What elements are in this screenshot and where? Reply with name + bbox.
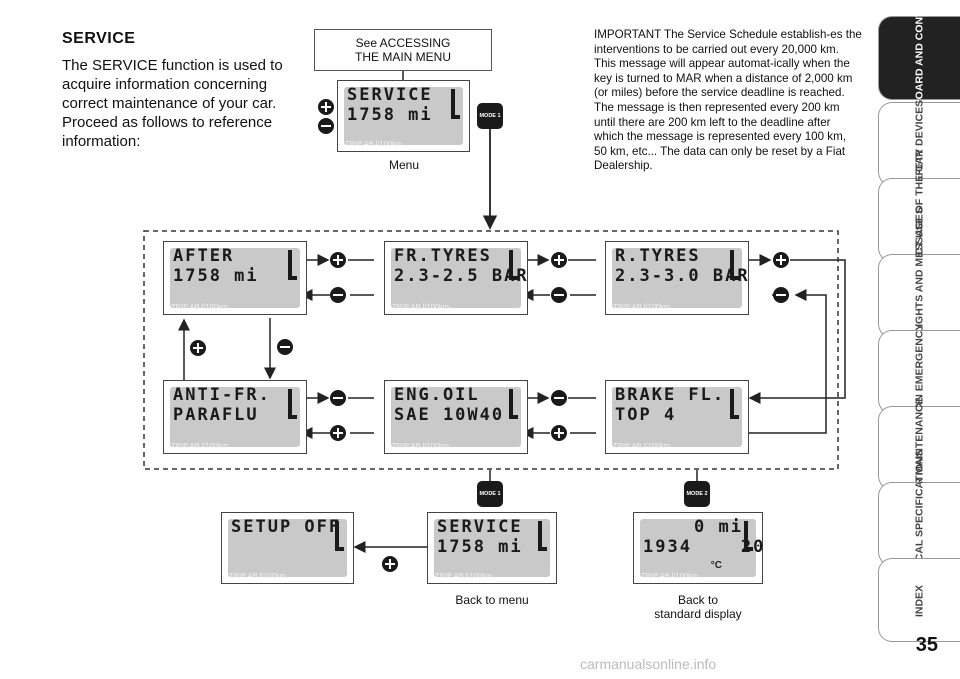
lcd-footer: TRIP AB l/100km (392, 441, 449, 450)
lcd-line2: 1758 mi (173, 266, 259, 286)
intro-paragraph: The SERVICE function is used to acquire … (62, 57, 283, 150)
lcd-eng-oil: ENG.OIL SAE 10W40 TRIP AB l/100km (384, 380, 528, 454)
plus-button-icon[interactable] (190, 340, 206, 356)
section-heading: SERVICE (62, 30, 136, 47)
minus-button-icon[interactable] (277, 339, 293, 355)
important-note: IMPORTANT The Service Schedule establish… (594, 28, 862, 173)
lcd-line1: BRAKE FL. (615, 385, 726, 405)
lcd-anti-fr: ANTI-FR. PARAFLU TRIP AB l/100km (163, 380, 307, 454)
tab-index[interactable]: INDEX (878, 558, 960, 642)
plus-button-icon[interactable] (382, 556, 398, 572)
lcd-line1: SERVICE (437, 517, 523, 537)
plus-button-icon[interactable] (551, 252, 567, 268)
lcd-line2: 1758 mi (437, 537, 523, 557)
minus-button-icon[interactable] (551, 287, 567, 303)
tab-technical-specifications[interactable]: TECHNICAL SPECIFICATIONS (878, 450, 960, 600)
caption-menu: Menu (388, 158, 420, 172)
lcd-line2: TOP 4 (615, 405, 677, 425)
plus-button-icon[interactable] (330, 252, 346, 268)
lcd-line2: PARAFLU (173, 405, 259, 425)
lcd-menu-service: SERVICE 1758 mi TRIP AB l/100km (337, 80, 470, 152)
lcd-line1: AFTER (173, 246, 235, 266)
lcd-line2: 1758 mi (347, 105, 433, 125)
caption-line1: Back to (677, 593, 719, 607)
page-number: 35 (915, 634, 938, 656)
lcd-footer: TRIP AB l/100km (641, 571, 698, 580)
lcd-brake-fl: BRAKE FL. TOP 4 TRIP AB l/100km (605, 380, 749, 454)
plus-button-icon[interactable] (318, 99, 334, 115)
lcd-standard-display: 0 mi 1934 20 °C TRIP AB l/100km (633, 512, 763, 584)
mode2-button-icon[interactable]: MODE 2 (684, 481, 710, 507)
lcd-footer: TRIP AB l/100km (613, 441, 670, 450)
lcd-line1: SETUP OFF (231, 517, 342, 537)
see-accessing-box: See ACCESSING THE MAIN MENU (314, 29, 492, 71)
caption-line2: standard display (654, 607, 742, 621)
minus-button-icon[interactable] (330, 390, 346, 406)
lcd-footer: TRIP AB l/100km (392, 302, 449, 311)
lcd-setup: SETUP OFF TRIP AB l/100km (221, 512, 354, 584)
lcd-footer: TRIP AB l/100km (613, 302, 670, 311)
tab-safety-devices[interactable]: SAFETY DEVICES (878, 100, 960, 190)
tab-dashboard-and-controls[interactable]: DASHBOARD AND CONTROLS (878, 0, 960, 137)
lcd-fr-tyres: FR.TYRES 2.3-2.5 BAR TRIP AB l/100km (384, 241, 528, 315)
lcd-footer: TRIP AB l/100km (171, 302, 228, 311)
lcd-after: AFTER 1758 mi TRIP AB l/100km (163, 241, 307, 315)
lcd-line1: ANTI-FR. (173, 385, 271, 405)
plus-button-icon[interactable] (551, 425, 567, 441)
lcd-unit: °C (710, 560, 722, 571)
lcd-line1: 0 mi (694, 517, 743, 537)
lcd-footer: TRIP AB l/100km (435, 571, 492, 580)
see-box-line1: See ACCESSING (355, 36, 451, 50)
mode-button-icon[interactable]: MODE 1 (477, 103, 503, 129)
lcd-line1: ENG.OIL (394, 385, 480, 405)
see-box-line2: THE MAIN MENU (355, 50, 451, 64)
minus-button-icon[interactable] (330, 287, 346, 303)
tab-warning-lights[interactable]: WARNING LIGHTS AND MESSAGES (878, 207, 960, 387)
lcd-service-back: SERVICE 1758 mi TRIP AB l/100km (427, 512, 557, 584)
caption-back-to-menu: Back to menu (455, 593, 529, 607)
plus-button-icon[interactable] (330, 425, 346, 441)
lcd-footer: TRIP AB l/100km (171, 441, 228, 450)
plus-button-icon[interactable] (773, 252, 789, 268)
lcd-line1: FR.TYRES (394, 246, 492, 266)
lcd-footer: TRIP AB l/100km (345, 139, 402, 148)
lcd-line2: SAE 10W40 (394, 405, 505, 425)
tab-in-an-emergency[interactable]: IN AN EMERGENCY (878, 324, 960, 422)
watermark: carmanualsonline.info (580, 656, 717, 672)
lcd-footer: TRIP AB l/100km (229, 571, 286, 580)
tab-label: INDEX (913, 584, 926, 618)
caption-back-to-standard: Back to standard display (640, 593, 756, 621)
minus-button-icon[interactable] (551, 390, 567, 406)
mode1-button-icon[interactable]: MODE 1 (477, 481, 503, 507)
lcd-line1: R.TYRES (615, 246, 701, 266)
lcd-line1: SERVICE (347, 85, 433, 105)
minus-button-icon[interactable] (773, 287, 789, 303)
minus-button-icon[interactable] (318, 118, 334, 134)
lcd-r-tyres: R.TYRES 2.3-3.0 BAR TRIP AB l/100km (605, 241, 749, 315)
